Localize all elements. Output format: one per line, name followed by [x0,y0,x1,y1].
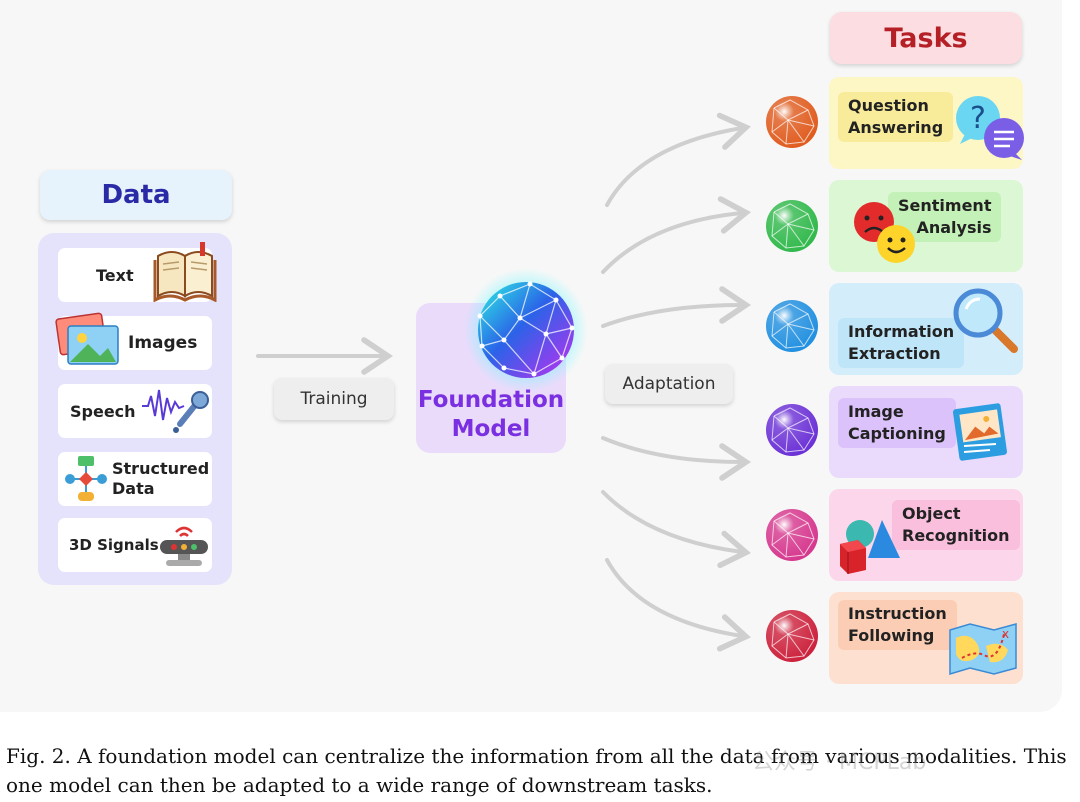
book-icon [153,242,217,302]
data-item-label: Images [128,333,198,353]
data-item-label: Text [96,265,134,285]
data-item-label: Structured Data [112,459,210,498]
adaptation-arrow-6 [605,558,751,652]
task-label-line2: Extraction [848,344,941,363]
adaptation-label: Adaptation [605,364,733,404]
task-label-line2: Captioning [848,424,946,443]
adaptation-arrow-1 [605,112,751,207]
data-title: Data [40,170,232,220]
adaptation-arrow-5 [601,490,751,569]
data-item-label: Speech [70,401,136,421]
task-label-line1: Instruction [848,604,947,623]
foundation-model-label: Foundation Model [416,386,566,444]
task-icon [834,514,904,580]
data-item-text: Text [58,242,217,302]
speech-bubble-icon: ? [956,96,1024,160]
adaptation-arrow-2 [601,196,752,274]
emoji-faces-icon [854,202,915,263]
task-icon [852,200,922,270]
task-icon [952,402,1008,466]
svg-text:?: ? [970,101,986,136]
figure-caption: Fig. 2. A foundation model can centraliz… [6,742,1076,800]
picture-caption-icon [953,403,1007,461]
caption-line-1: Fig. 2. A foundation model can centraliz… [6,744,1067,768]
magnifier-icon [953,288,1018,353]
task-icon: ? [952,92,1028,166]
data-item-structured-data: Structured Data [58,452,212,506]
data-item-label: 3D Signals [69,536,159,554]
microphone-icon [142,389,209,433]
task-label-line2: Following [848,626,935,645]
training-label: Training [274,378,394,420]
caption-line-2: one model can then be adapted to a wide … [6,773,713,797]
adaptation-arrow-3 [601,286,752,328]
task-label-line1: Image [848,402,904,421]
task-icon: x [946,620,1020,680]
3d-shapes-icon [840,520,900,574]
foundation-model-line2: Model [451,416,531,442]
task-label-line1: Sentiment [898,196,992,215]
image-icon [55,312,119,365]
task-icon [950,285,1022,361]
data-item-speech: Speech [58,384,212,438]
foundation-model-line1: Foundation [417,387,565,413]
svg-text:x: x [1002,627,1009,641]
sensor-icon [160,526,208,566]
task-label-line2: Recognition [902,526,1010,545]
task-label-line2: Analysis [916,218,992,237]
task-label-line2: Answering [848,118,944,137]
tasks-title: Tasks [830,12,1022,64]
data-item-images: Images [55,312,212,370]
data-item-3d-signals: 3D Signals [58,518,212,572]
task-label-line1: Object [902,504,961,523]
treasure-map-icon: x [949,623,1017,676]
task-label-line1: Information [848,322,955,341]
flowchart-icon [65,456,107,501]
watermark: 公众号 · MCPLab [752,750,927,775]
task-label-line1: Question [848,96,929,115]
adaptation-arrow-4 [601,436,752,481]
